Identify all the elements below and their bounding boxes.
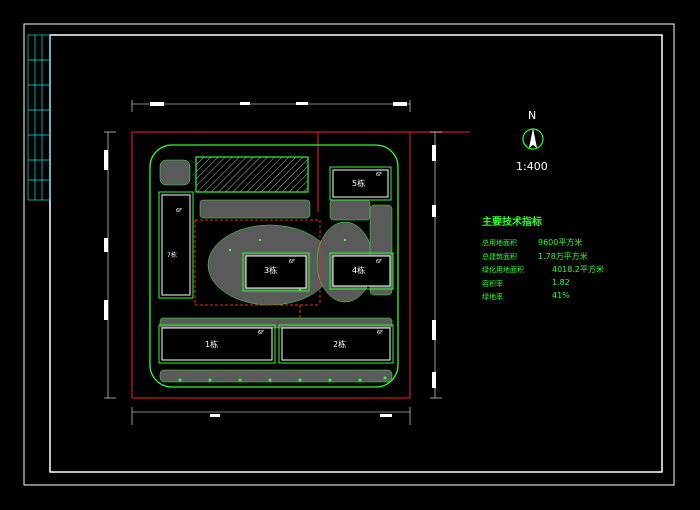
hatched-building xyxy=(195,156,309,193)
building-4 xyxy=(332,255,391,287)
building-5-label: 5栋 xyxy=(352,179,366,188)
indicator-value-site-area: 9600平方米 xyxy=(538,238,583,247)
building-footprints xyxy=(161,169,391,361)
indicators-title: 主要技术指标 xyxy=(482,217,542,228)
property-boundary xyxy=(131,131,470,399)
building-3-label: 3栋 xyxy=(264,266,278,275)
outer-frame xyxy=(23,23,675,486)
internal-paths xyxy=(194,219,321,318)
indicator-label-floor-area: 总建筑面积 xyxy=(482,253,517,261)
building-4-floors: 6F xyxy=(376,259,383,265)
north-arrow-icon xyxy=(522,128,544,150)
building-2-floors: 6F xyxy=(377,330,384,336)
dimension-lines xyxy=(104,100,442,425)
indicator-value-floor-area: 1.78万平方米 xyxy=(538,252,588,261)
indicator-label-site-area: 总用地面积 xyxy=(482,239,517,247)
building-5-floors: 6F xyxy=(376,172,383,178)
indicator-value-far: 1.82 xyxy=(552,278,570,287)
building-2 xyxy=(281,327,391,361)
indicator-value-green-ratio: 41% xyxy=(552,291,570,300)
building-3 xyxy=(245,255,307,289)
building-2-label: 2栋 xyxy=(333,340,347,349)
building-7-floors: 6F xyxy=(176,208,183,214)
north-label: N xyxy=(528,109,537,122)
building-outlines-green xyxy=(158,166,394,364)
title-block-strip xyxy=(27,34,51,201)
building-1 xyxy=(161,327,273,361)
landscape-dots xyxy=(178,238,387,382)
site-road-outline xyxy=(149,144,399,388)
building-1-floors: 6F xyxy=(258,330,265,336)
building-5 xyxy=(332,169,389,198)
inner-frame xyxy=(49,34,663,473)
indicator-value-green-area: 4018.2平方米 xyxy=(552,265,604,274)
indicator-label-green-area: 绿化用地面积 xyxy=(482,266,524,274)
drawing-scale: 1:400 xyxy=(516,160,548,173)
building-3-floors: 6F xyxy=(289,259,296,265)
building-1-label: 1栋 xyxy=(205,340,219,349)
building-4-label: 4栋 xyxy=(352,266,366,275)
indicator-label-far: 容积率 xyxy=(482,280,503,288)
dimension-ticks xyxy=(104,102,436,417)
building-7 xyxy=(161,194,191,296)
building-7-label: 7栋 xyxy=(167,252,177,259)
indicator-label-green-ratio: 绿地率 xyxy=(482,293,503,301)
